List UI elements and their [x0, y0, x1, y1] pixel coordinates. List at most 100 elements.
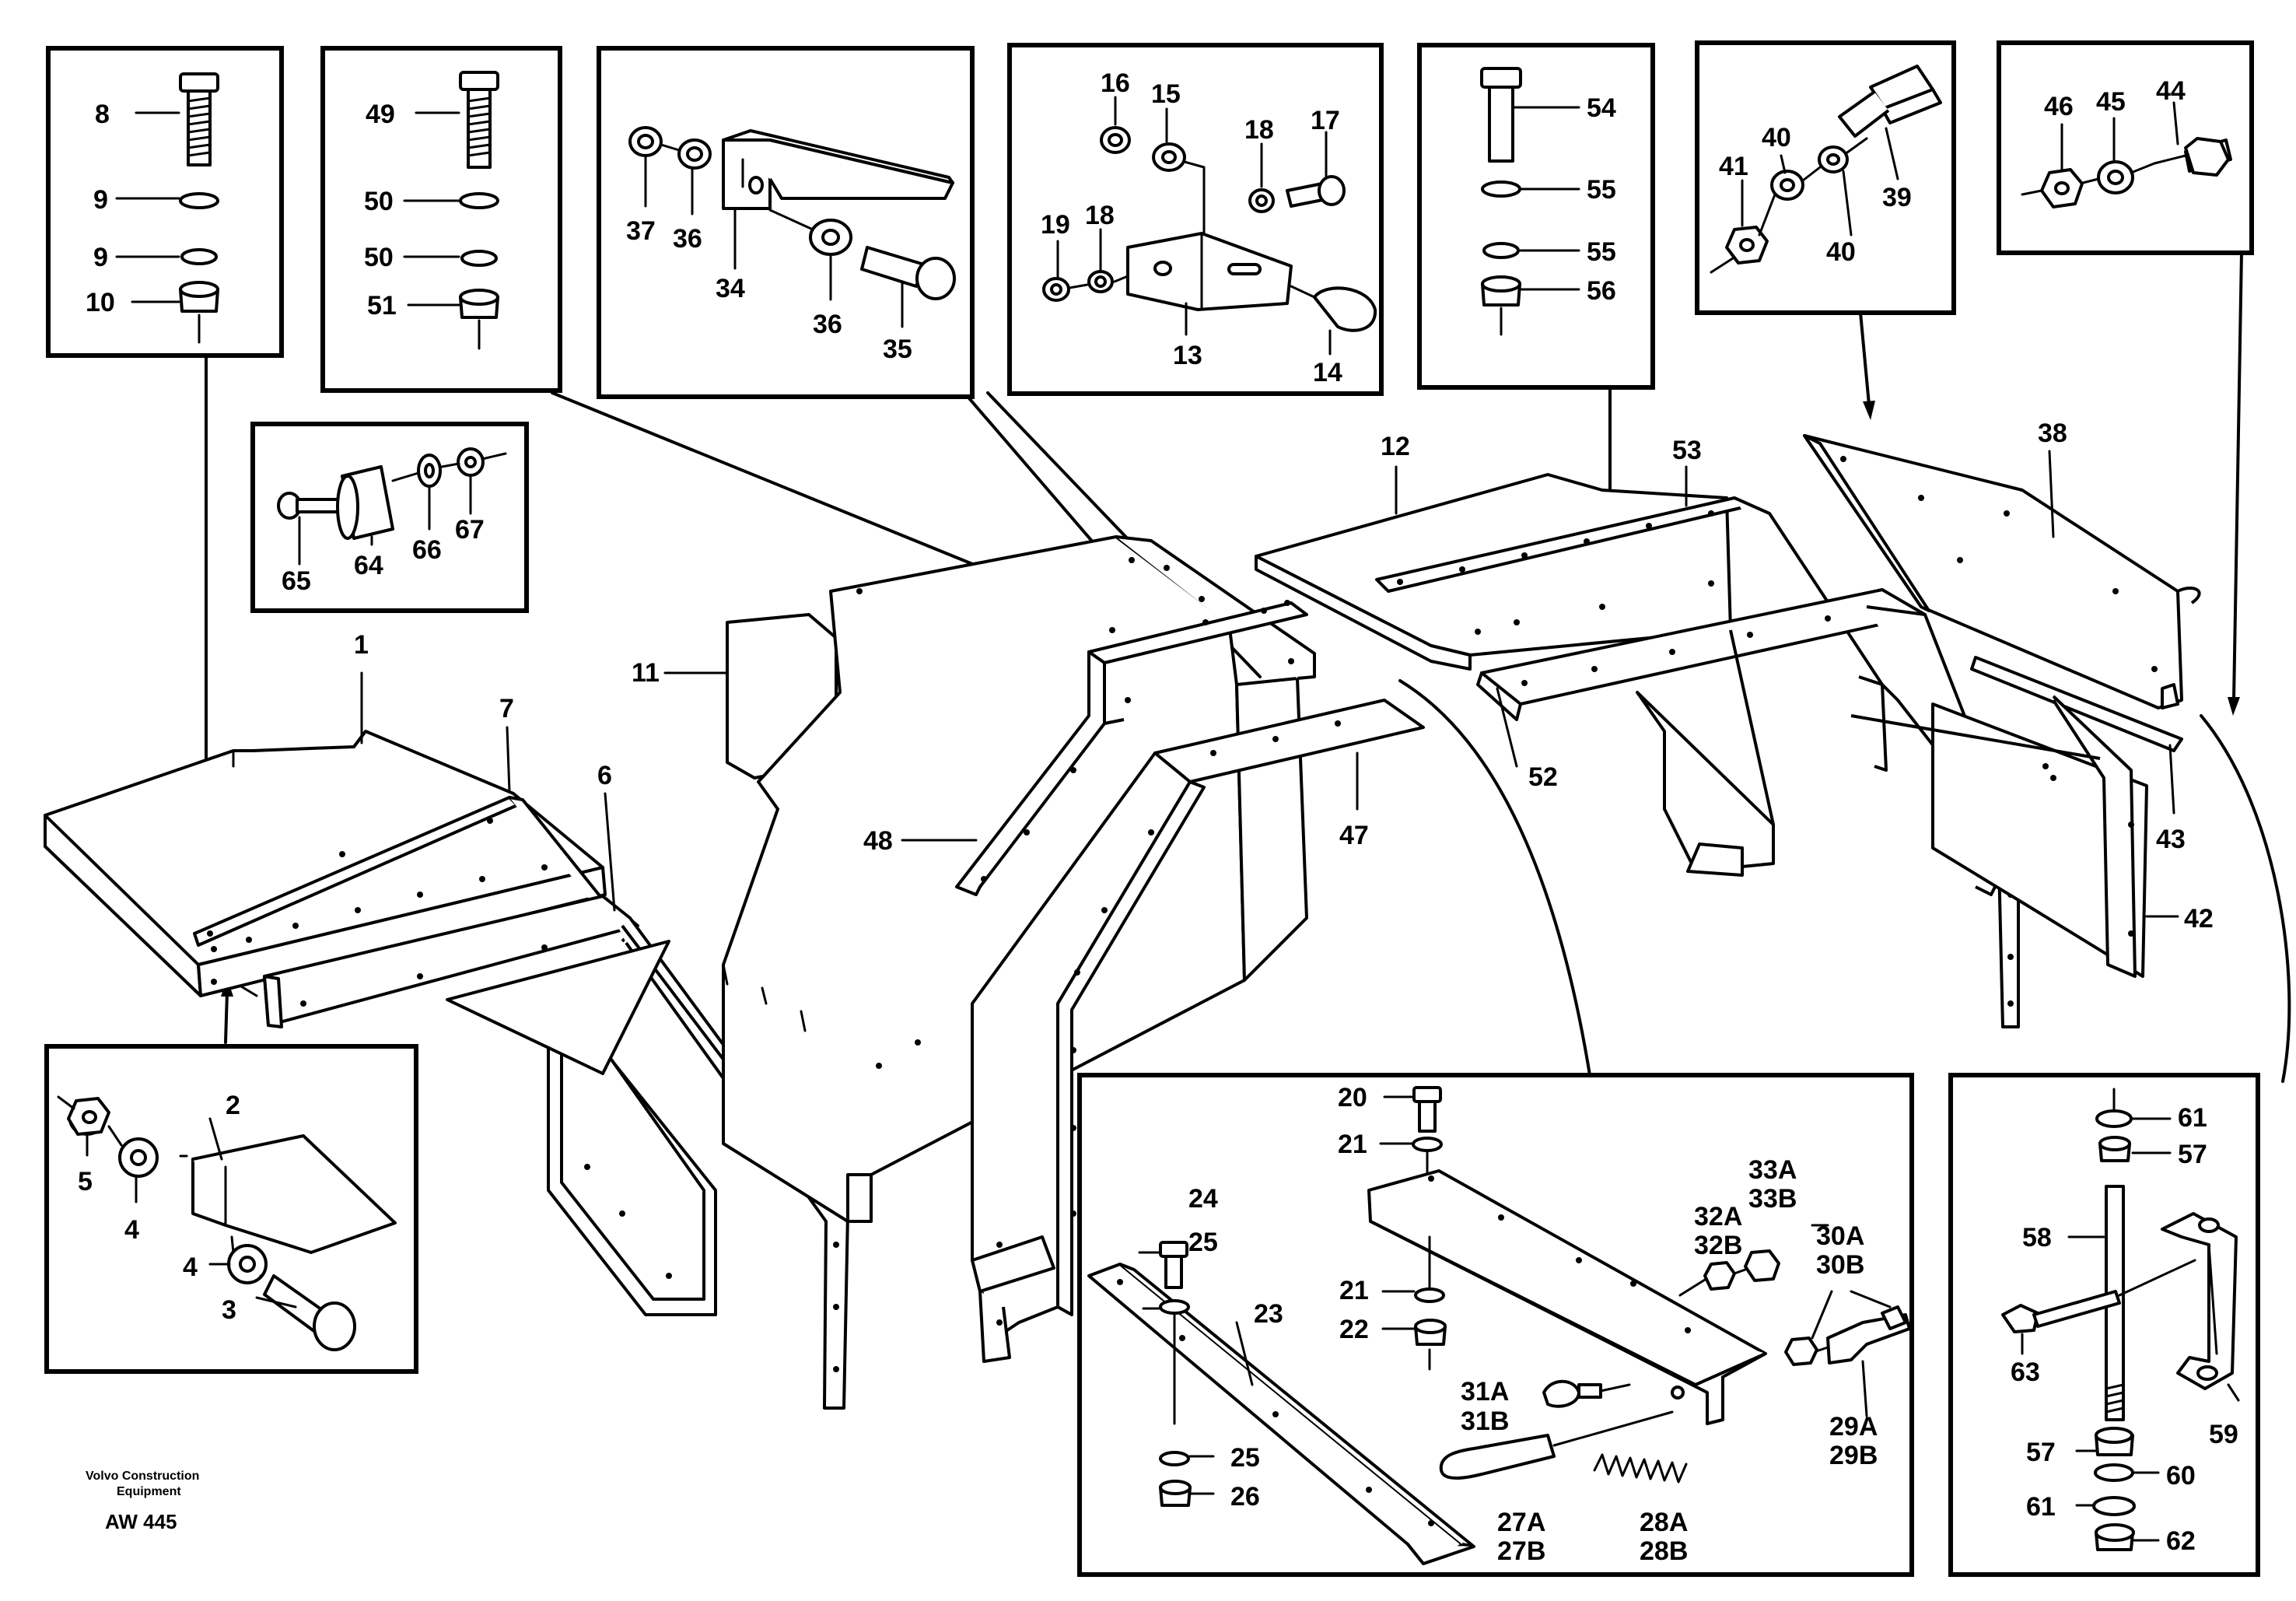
label-39: 39	[1882, 183, 1912, 212]
label-64: 64	[354, 551, 383, 580]
label-55a: 55	[1587, 175, 1616, 205]
label-52: 52	[1528, 762, 1558, 792]
label-9a: 9	[93, 185, 108, 215]
company-line-1: Volvo Construction	[86, 1470, 199, 1483]
label-41: 41	[1719, 152, 1748, 181]
label-25b: 25	[1230, 1443, 1260, 1473]
label-57b: 57	[2026, 1438, 2056, 1467]
label-10: 10	[86, 288, 115, 317]
label-18b: 18	[1085, 201, 1115, 230]
detail-box-spacer-64	[250, 422, 529, 613]
platform-assembly-left	[44, 730, 849, 1410]
label-18a: 18	[1244, 115, 1274, 145]
label-66: 66	[412, 535, 442, 565]
label-33b: 33B	[1748, 1184, 1797, 1214]
label-31b: 31B	[1461, 1407, 1509, 1436]
label-20: 20	[1338, 1083, 1367, 1112]
label-34: 34	[716, 274, 745, 303]
label-40a: 40	[1762, 123, 1791, 152]
label-37: 37	[626, 216, 656, 246]
detail-box-bolt-54	[1417, 43, 1655, 390]
label-28b: 28B	[1640, 1536, 1688, 1566]
label-42: 42	[2184, 904, 2214, 934]
label-35: 35	[883, 335, 912, 364]
label-29a: 29A	[1829, 1412, 1878, 1442]
label-11: 11	[632, 658, 660, 688]
label-27a: 27A	[1497, 1508, 1545, 1537]
label-31a: 31A	[1461, 1377, 1509, 1407]
detail-box-bolt-39	[1695, 40, 1956, 315]
label-55b: 55	[1587, 237, 1616, 267]
label-36b: 36	[813, 310, 842, 339]
label-27b: 27B	[1497, 1536, 1545, 1566]
label-57a: 57	[2178, 1140, 2207, 1169]
detail-box-bracket-13	[1007, 43, 1384, 396]
label-23: 23	[1254, 1299, 1283, 1329]
fender-bracket-47	[971, 699, 1425, 1363]
label-5: 5	[78, 1167, 93, 1196]
wheel-arc-left	[1398, 679, 1592, 1081]
label-17: 17	[1311, 106, 1340, 135]
label-49: 49	[366, 100, 395, 129]
label-30a: 30A	[1816, 1221, 1864, 1251]
label-36a: 36	[673, 224, 702, 254]
label-48: 48	[863, 826, 893, 856]
label-63: 63	[2011, 1358, 2040, 1387]
label-4a: 4	[124, 1215, 139, 1245]
footer-block: Volvo Construction Equipment AW 445	[86, 1470, 199, 1533]
label-60: 60	[2166, 1461, 2196, 1491]
label-45: 45	[2096, 87, 2126, 117]
label-50a: 50	[364, 187, 394, 216]
detail-box-bolt-49	[320, 46, 562, 393]
detail-box-rod-assembly	[1948, 1073, 2260, 1577]
label-53: 53	[1672, 436, 1702, 465]
label-26: 26	[1230, 1482, 1260, 1512]
label-16: 16	[1101, 68, 1130, 98]
label-4b: 4	[183, 1252, 198, 1282]
label-46: 46	[2044, 92, 2074, 121]
callout-labels: 8 9 9 10 49 50 50 51 37 36 34 36 35 16 1…	[78, 68, 2238, 1566]
cover-assembly-right	[1803, 434, 2201, 978]
label-47: 47	[1339, 821, 1369, 850]
label-51: 51	[367, 291, 397, 321]
label-44: 44	[2156, 76, 2186, 106]
wheel-arc-right	[2200, 714, 2291, 1083]
detail-box-bolt-44	[1997, 40, 2254, 255]
label-21b: 21	[1339, 1276, 1369, 1305]
label-14: 14	[1313, 358, 1342, 387]
label-8: 8	[95, 100, 110, 129]
detail-box-bolt-8	[46, 46, 284, 358]
label-12: 12	[1381, 432, 1410, 461]
label-13: 13	[1173, 341, 1202, 370]
label-33a: 33A	[1748, 1155, 1797, 1185]
label-43: 43	[2156, 825, 2186, 854]
label-40b: 40	[1826, 237, 1856, 267]
company-line-2: Equipment	[117, 1485, 181, 1498]
label-2: 2	[226, 1091, 240, 1120]
label-56: 56	[1587, 276, 1616, 306]
label-7: 7	[499, 694, 514, 723]
label-25a: 25	[1188, 1228, 1218, 1257]
label-3: 3	[222, 1295, 236, 1325]
label-22: 22	[1339, 1315, 1369, 1344]
label-28a: 28A	[1640, 1508, 1688, 1537]
label-59: 59	[2209, 1420, 2238, 1449]
label-50b: 50	[364, 243, 394, 272]
label-67: 67	[455, 515, 485, 545]
label-38: 38	[2038, 419, 2067, 448]
label-32b: 32B	[1694, 1231, 1742, 1260]
detail-box-step-assembly	[1077, 1073, 1914, 1577]
label-58: 58	[2022, 1223, 2052, 1252]
label-19: 19	[1041, 210, 1070, 240]
label-leaders	[360, 450, 2179, 1386]
label-6: 6	[597, 761, 612, 790]
drawing-code: AW 445	[105, 1510, 177, 1533]
label-1: 1	[354, 630, 369, 660]
label-65: 65	[282, 566, 311, 596]
label-62: 62	[2166, 1526, 2196, 1556]
label-9b: 9	[93, 243, 108, 272]
label-54: 54	[1587, 93, 1616, 123]
label-32a: 32A	[1694, 1202, 1742, 1231]
